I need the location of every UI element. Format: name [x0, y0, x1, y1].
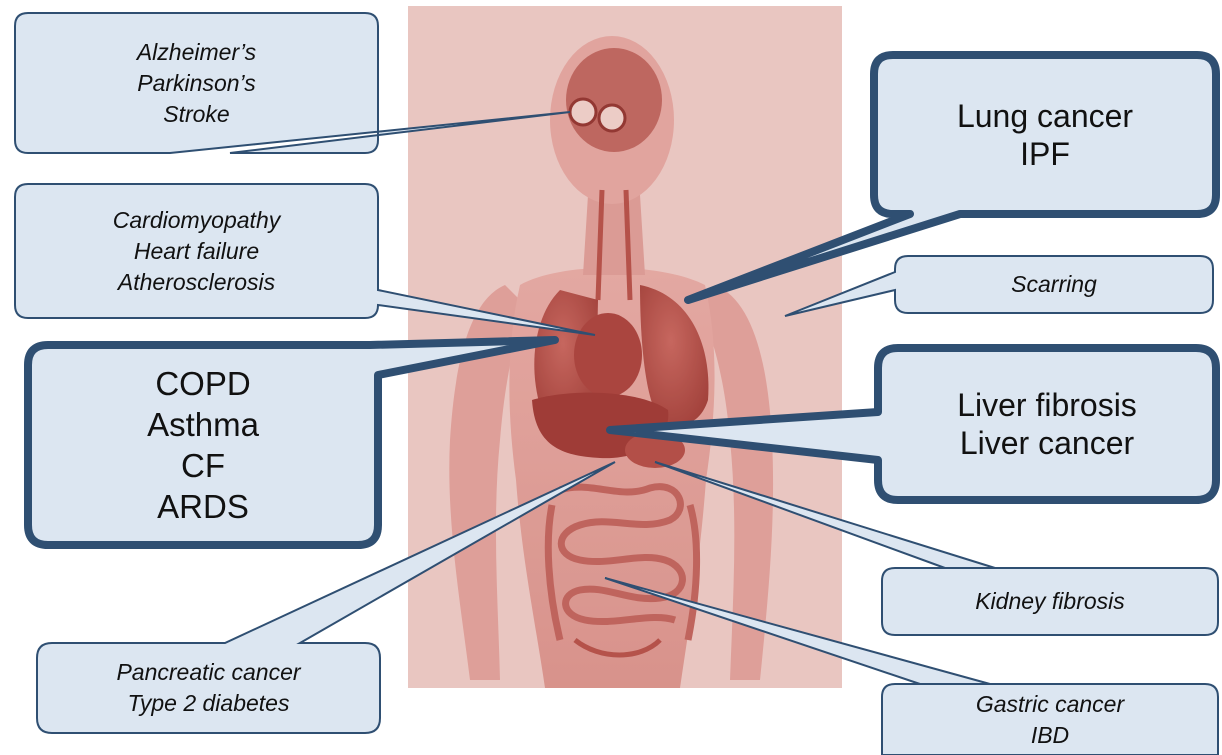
skin-callout-bubble — [785, 256, 1213, 316]
